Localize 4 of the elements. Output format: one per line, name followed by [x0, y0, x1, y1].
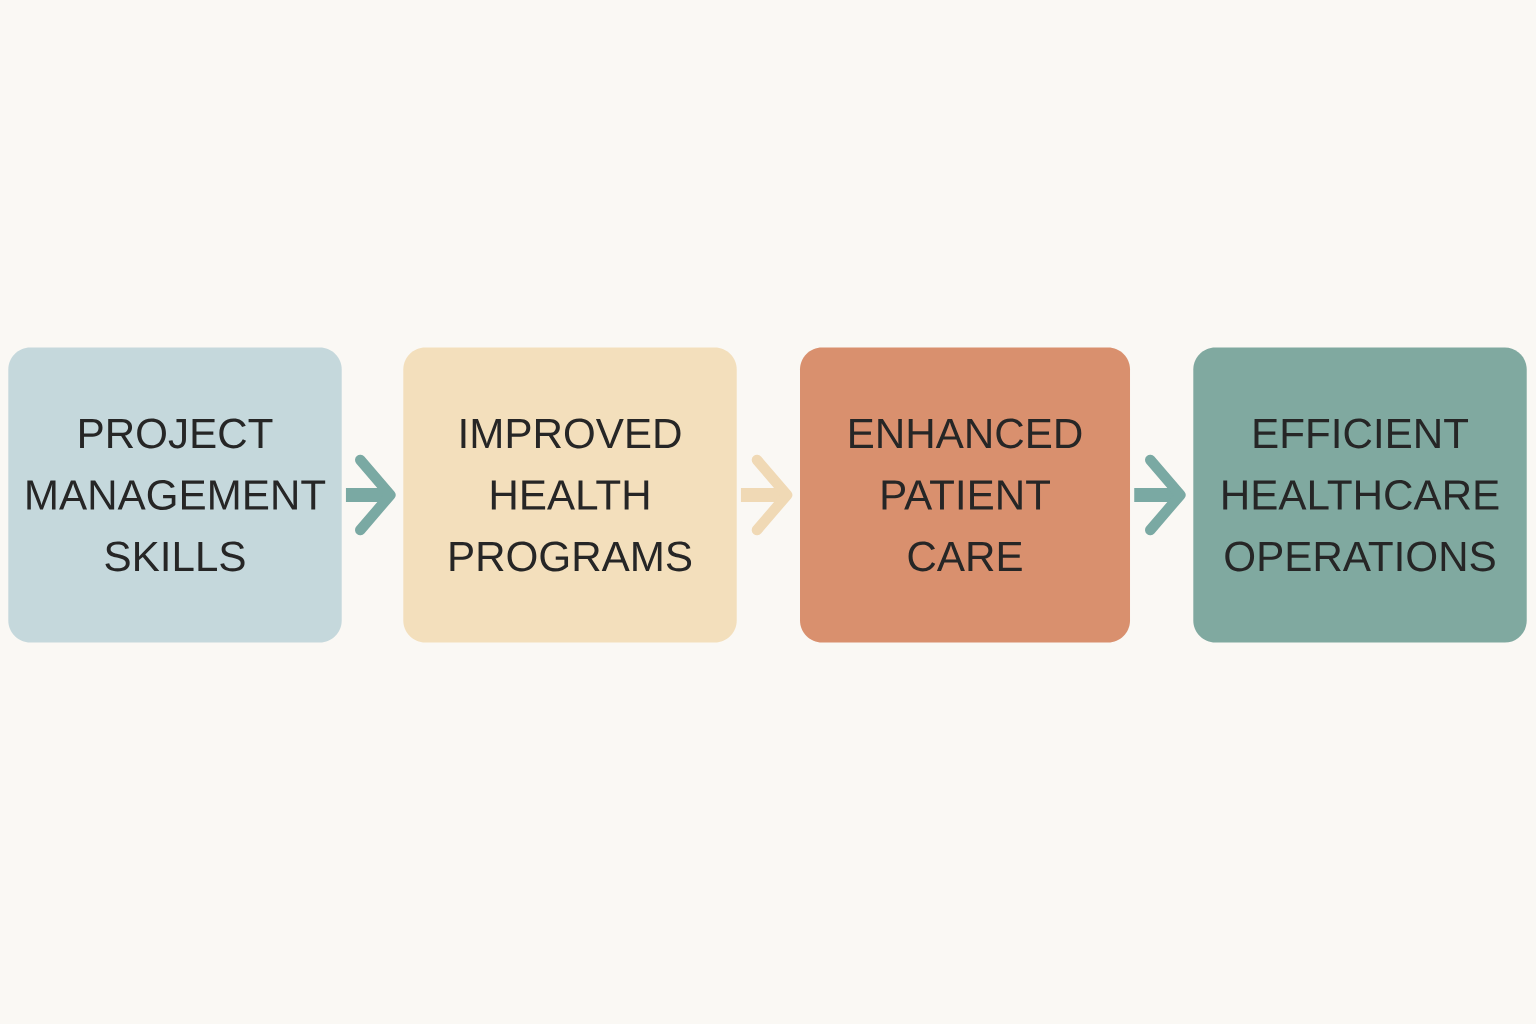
process-box: EFFICIENT HEALTHCARE OPERATIONS [1193, 347, 1527, 643]
process-box: IMPROVED HEALTH PROGRAMS [403, 347, 737, 643]
process-box: PROJECT MANAGEMENT SKILLS [8, 347, 342, 643]
process-box: ENHANCED PATIENT CARE [800, 347, 1130, 643]
